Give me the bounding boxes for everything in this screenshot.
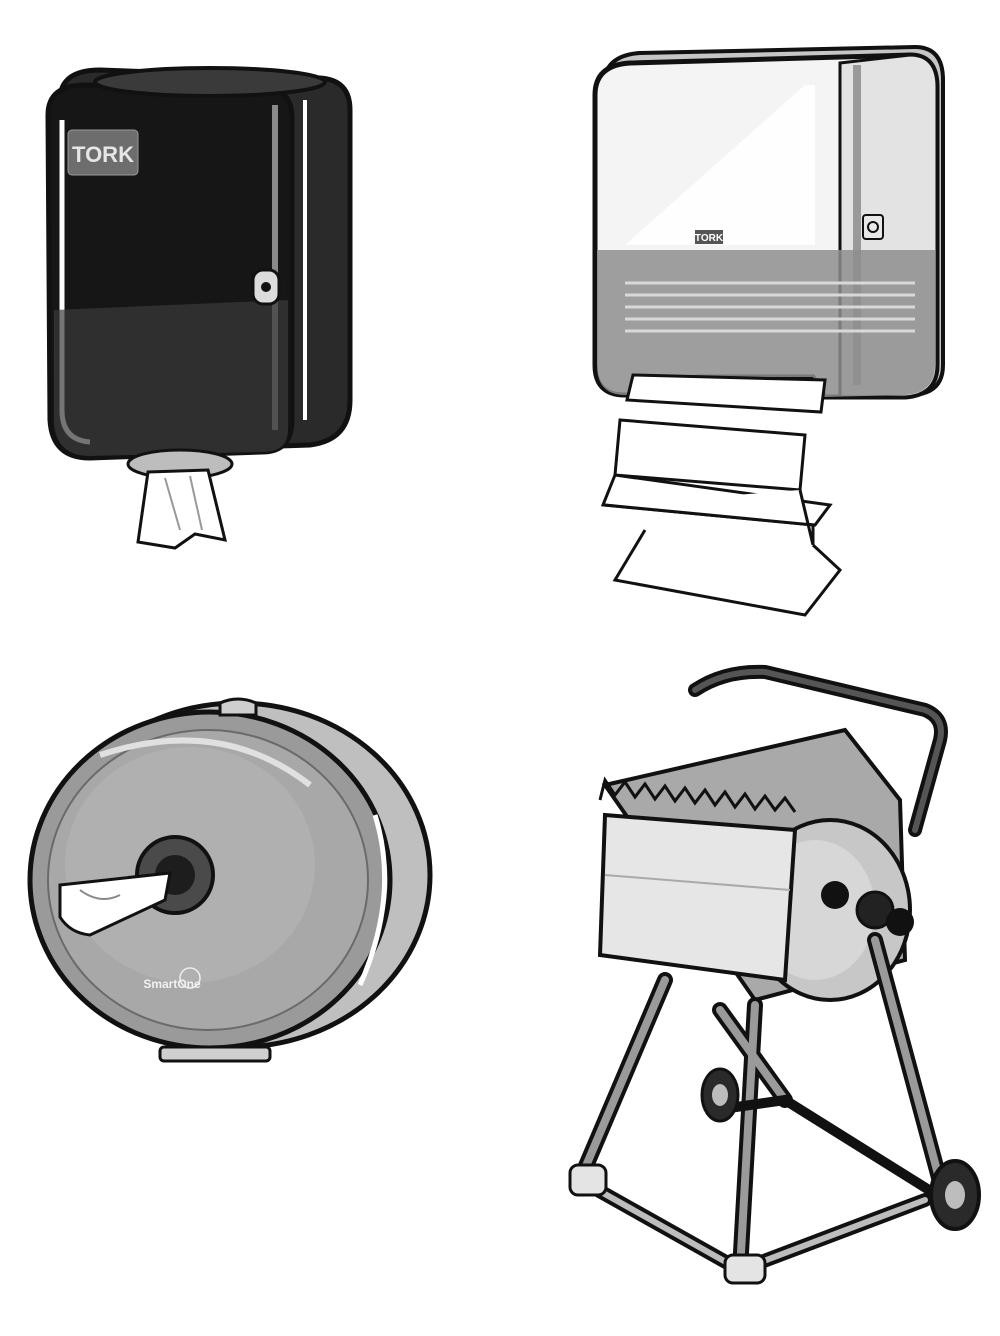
wheel	[700, 1067, 740, 1123]
svg-text:TORK: TORK	[695, 233, 724, 244]
folded-towel-dispenser-illustration: TORK	[585, 25, 955, 635]
smartone-logo: SmartOne	[143, 967, 201, 991]
svg-text:TORK: TORK	[72, 142, 134, 167]
folded-towels	[600, 418, 843, 617]
paper-sheet	[597, 812, 798, 983]
wheel	[929, 1159, 981, 1231]
lock-icon	[251, 268, 281, 306]
paper-sheet	[58, 871, 172, 937]
paper-sheet	[136, 468, 228, 550]
tork-logo: TORK	[695, 230, 724, 244]
tork-logo: TORK	[67, 129, 139, 176]
centerfeed-dispenser-illustration: TORK	[30, 60, 370, 560]
dispense-indicator-icon	[862, 214, 884, 240]
smartone-toilet-dispenser-illustration: SmartOne	[20, 695, 440, 1075]
floor-stand-roll-illustration	[545, 660, 985, 1300]
svg-text:SmartOne: SmartOne	[143, 977, 201, 991]
